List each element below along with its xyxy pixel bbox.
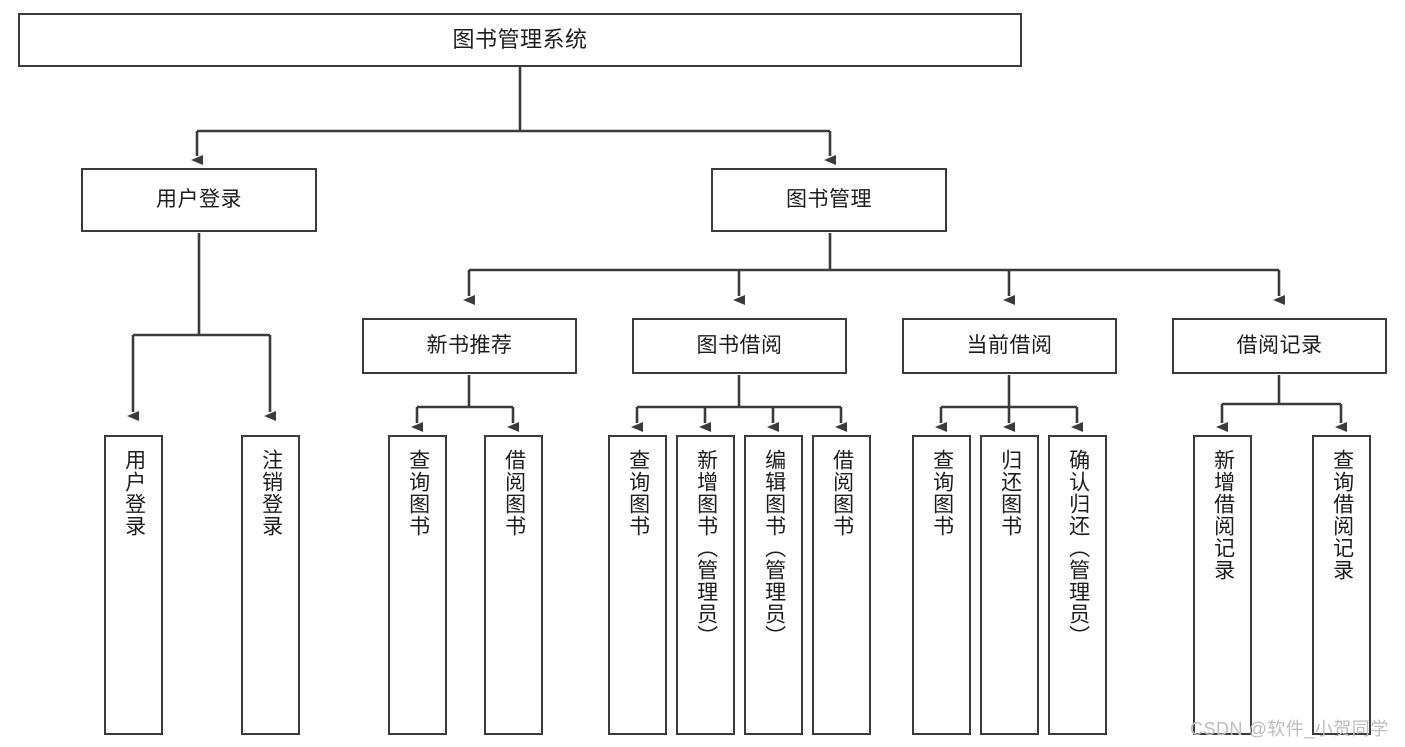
leaf-add-record[interactable]: 新增借阅记录 — [1193, 435, 1252, 735]
leaf-confirm-return[interactable]: 确认归还（管理员） — [1048, 435, 1107, 735]
node-root-system[interactable]: 图书管理系统 — [18, 13, 1022, 67]
leaf-edit-book[interactable]: 编辑图书（管理员） — [744, 435, 803, 735]
leaf-logout[interactable]: 注销登录 — [241, 435, 300, 735]
leaf-query-book-3[interactable]: 查询图书 — [912, 435, 971, 735]
node-label: 注销登录 — [259, 449, 283, 537]
node-label: 用户登录 — [122, 449, 146, 537]
node-book-borrow[interactable]: 图书借阅 — [632, 318, 847, 374]
leaf-query-book-1[interactable]: 查询图书 — [388, 435, 447, 735]
node-borrow-record[interactable]: 借阅记录 — [1172, 318, 1387, 374]
leaf-query-book-2[interactable]: 查询图书 — [608, 435, 667, 735]
csdn-watermark: CSDN @软件_小贺同学 — [1190, 719, 1389, 739]
node-label: 查询图书 — [930, 449, 954, 537]
leaf-borrow-book-1[interactable]: 借阅图书 — [484, 435, 543, 735]
node-label: 确认归还（管理员） — [1066, 449, 1090, 647]
leaf-user-login[interactable]: 用户登录 — [104, 435, 163, 735]
leaf-return-book[interactable]: 归还图书 — [980, 435, 1039, 735]
leaf-query-record[interactable]: 查询借阅记录 — [1312, 435, 1371, 735]
node-label: 用户登录 — [156, 187, 242, 211]
node-label: 查询图书 — [406, 449, 430, 537]
node-label: 新书推荐 — [426, 333, 513, 357]
node-label: 借阅图书 — [830, 449, 854, 537]
node-label: 查询借阅记录 — [1330, 449, 1354, 581]
leaf-borrow-book-2[interactable]: 借阅图书 — [812, 435, 871, 735]
leaf-add-book[interactable]: 新增图书（管理员） — [676, 435, 735, 735]
node-label: 借阅记录 — [1236, 333, 1323, 357]
node-label: 归还图书 — [998, 449, 1022, 537]
node-label: 查询图书 — [626, 449, 650, 537]
node-label: 图书借阅 — [696, 333, 783, 357]
node-current-borrow[interactable]: 当前借阅 — [902, 318, 1117, 374]
node-label: 借阅图书 — [502, 449, 526, 537]
node-label: 新增借阅记录 — [1211, 449, 1235, 581]
node-label: 当前借阅 — [966, 333, 1053, 357]
node-user-login[interactable]: 用户登录 — [81, 168, 317, 232]
node-label: 图书管理 — [786, 187, 872, 211]
node-new-book-rec[interactable]: 新书推荐 — [362, 318, 577, 374]
node-label: 新增图书（管理员） — [694, 449, 718, 647]
node-book-manage[interactable]: 图书管理 — [711, 168, 947, 232]
node-label: 编辑图书（管理员） — [762, 449, 786, 647]
node-label: 图书管理系统 — [452, 27, 588, 53]
